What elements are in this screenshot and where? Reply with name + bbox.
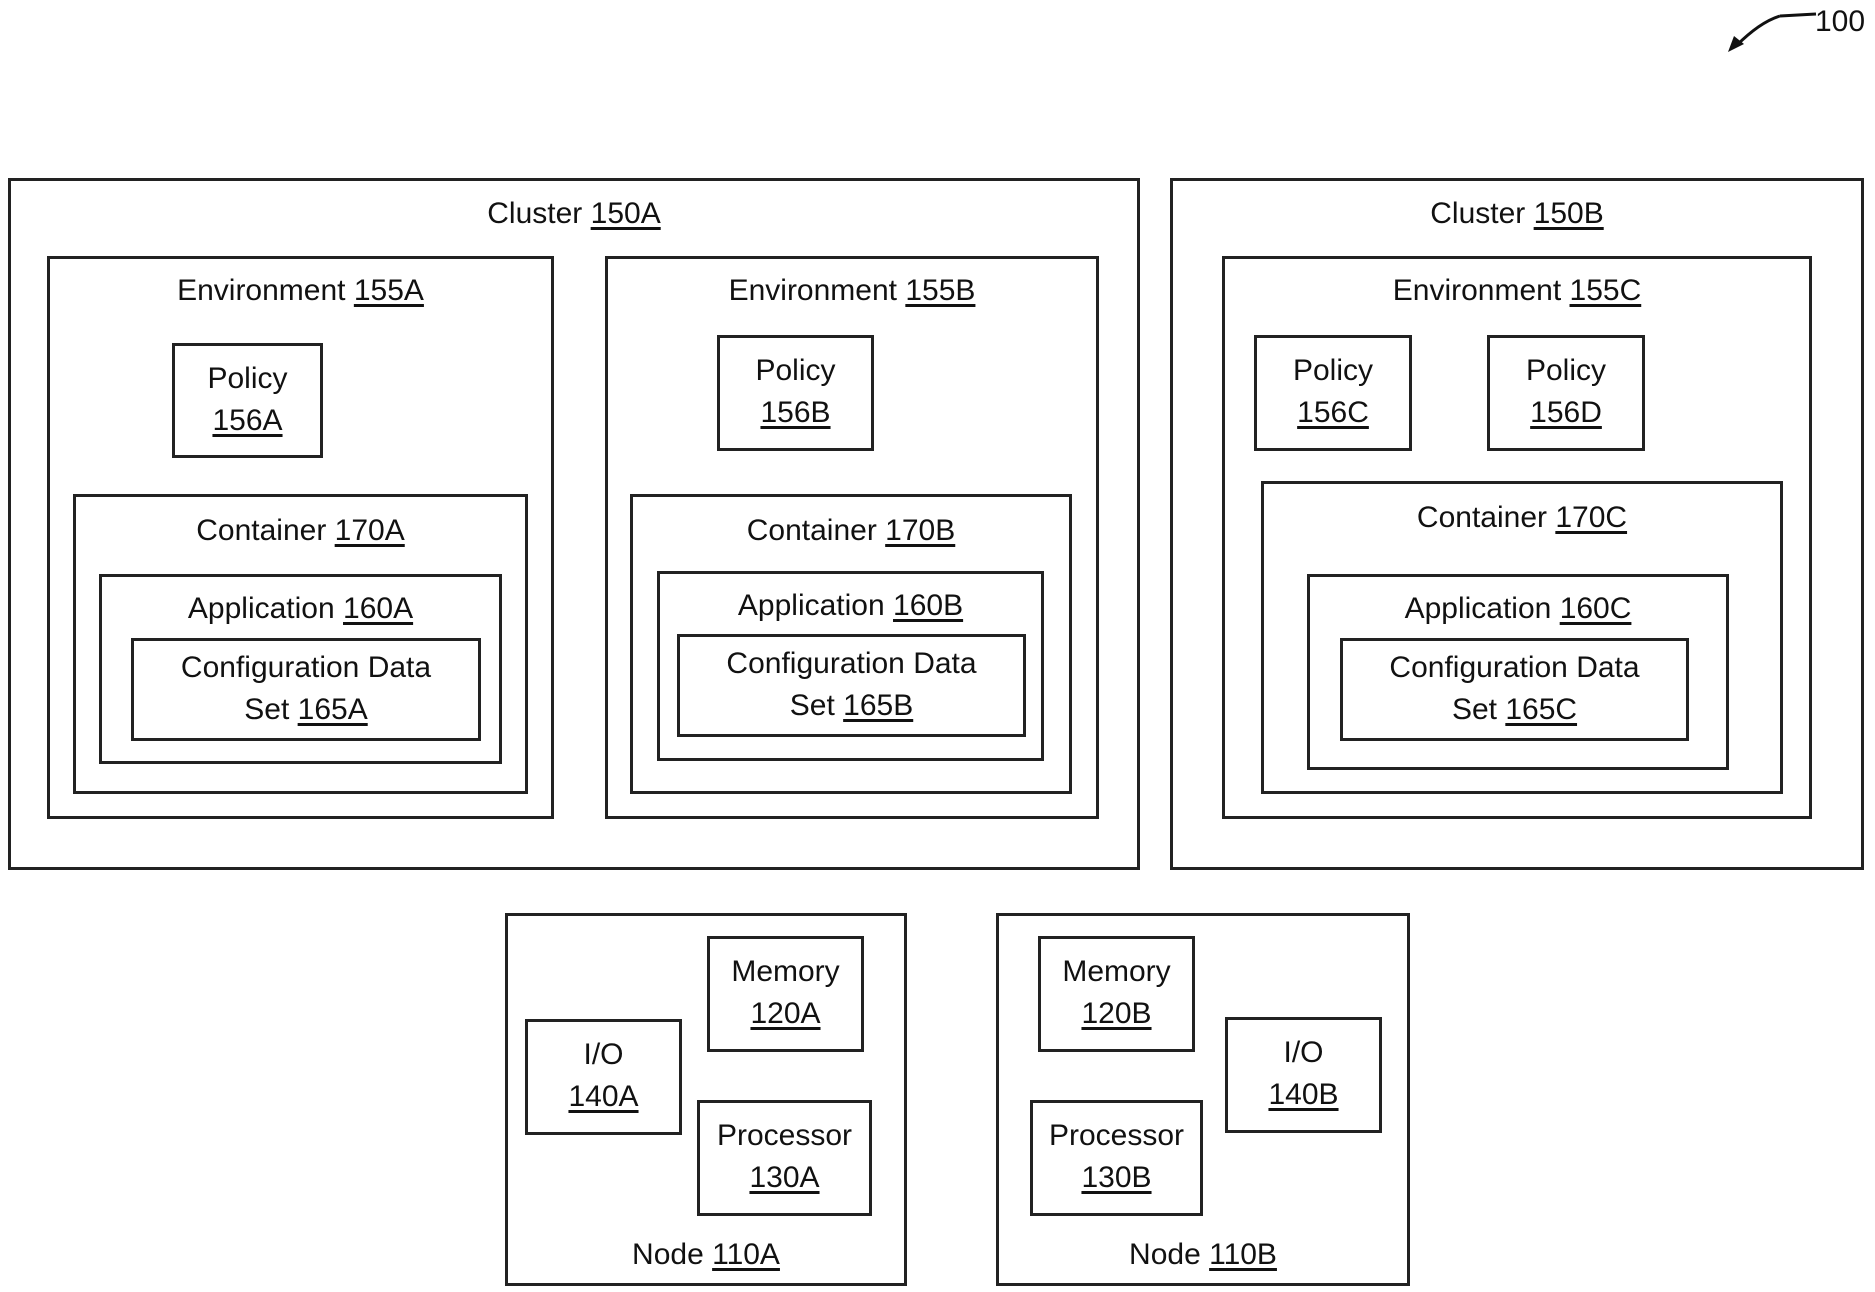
io-ref: 140A xyxy=(528,1076,679,1118)
io-title: I/O xyxy=(528,1034,679,1076)
config-line1: Configuration Data xyxy=(1343,647,1686,689)
memory-title: Memory xyxy=(710,951,861,993)
io-title: I/O xyxy=(1228,1032,1379,1074)
memory-120a: Memory 120A xyxy=(707,936,864,1052)
cluster-label: Cluster 150B xyxy=(1173,193,1861,235)
container-label: Container 170A xyxy=(76,510,525,552)
config-data-set-165b: Configuration Data Set 165B xyxy=(677,634,1026,737)
memory-title: Memory xyxy=(1041,951,1192,993)
io-140a: I/O 140A xyxy=(525,1019,682,1135)
environment-label: Environment 155C xyxy=(1225,270,1809,312)
processor-ref: 130B xyxy=(1033,1157,1200,1199)
environment-label: Environment 155A xyxy=(50,270,551,312)
policy-156a: Policy 156A xyxy=(172,343,323,458)
application-label: Application 160C xyxy=(1310,588,1726,630)
cluster-label: Cluster 150A xyxy=(11,193,1137,235)
container-label: Container 170B xyxy=(633,510,1069,552)
policy-ref: 156A xyxy=(175,400,320,442)
figure-ref: 100 xyxy=(1815,2,1865,42)
config-data-set-165c: Configuration Data Set 165C xyxy=(1340,638,1689,741)
application-label: Application 160A xyxy=(102,588,499,630)
config-line1: Configuration Data xyxy=(134,647,478,689)
application-label: Application 160B xyxy=(660,585,1041,627)
policy-title: Policy xyxy=(720,350,871,392)
io-140b: I/O 140B xyxy=(1225,1017,1382,1133)
policy-156b: Policy 156B xyxy=(717,335,874,451)
memory-120b: Memory 120B xyxy=(1038,936,1195,1052)
io-ref: 140B xyxy=(1228,1074,1379,1116)
policy-ref: 156D xyxy=(1490,392,1642,434)
node-label: Node 110B xyxy=(999,1234,1407,1276)
policy-title: Policy xyxy=(1257,350,1409,392)
memory-ref: 120B xyxy=(1041,993,1192,1035)
memory-ref: 120A xyxy=(710,993,861,1035)
policy-title: Policy xyxy=(175,358,320,400)
processor-130b: Processor 130B xyxy=(1030,1100,1203,1216)
processor-title: Processor xyxy=(700,1115,869,1157)
config-line1: Configuration Data xyxy=(680,643,1023,685)
processor-130a: Processor 130A xyxy=(697,1100,872,1216)
processor-ref: 130A xyxy=(700,1157,869,1199)
container-label: Container 170C xyxy=(1264,497,1780,539)
figure-ref-arrow xyxy=(1720,8,1820,53)
config-line2: Set 165A xyxy=(134,689,478,731)
policy-ref: 156B xyxy=(720,392,871,434)
config-data-set-165a: Configuration Data Set 165A xyxy=(131,638,481,741)
environment-label: Environment 155B xyxy=(608,270,1096,312)
policy-ref: 156C xyxy=(1257,392,1409,434)
config-line2: Set 165C xyxy=(1343,689,1686,731)
policy-156c: Policy 156C xyxy=(1254,335,1412,451)
config-line2: Set 165B xyxy=(680,685,1023,727)
policy-title: Policy xyxy=(1490,350,1642,392)
node-label: Node 110A xyxy=(508,1234,904,1276)
processor-title: Processor xyxy=(1033,1115,1200,1157)
policy-156d: Policy 156D xyxy=(1487,335,1645,451)
